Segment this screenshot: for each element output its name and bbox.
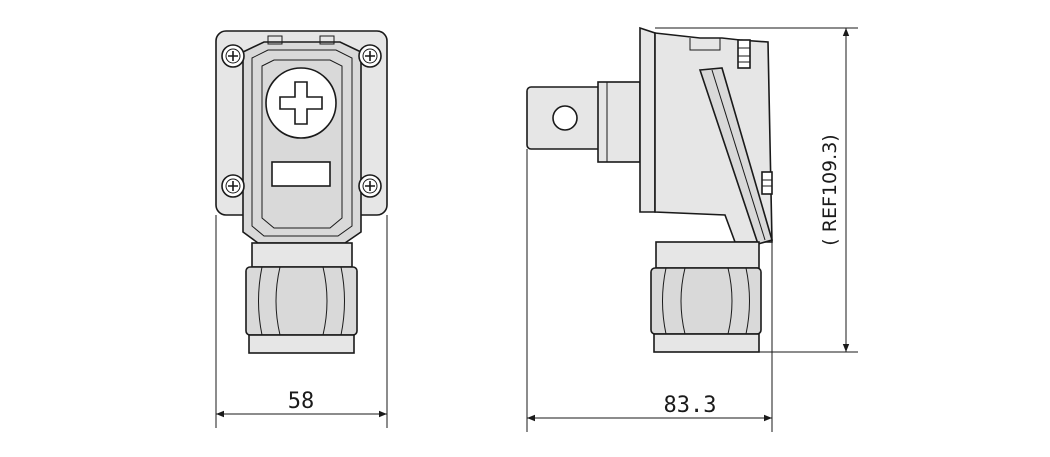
front-collar [248, 334, 355, 354]
cross-screw-icon [265, 67, 337, 139]
front-view [215, 30, 388, 354]
side-hex-nut [650, 267, 762, 335]
label-window [271, 161, 331, 187]
side-neck [655, 241, 760, 269]
side-housing-back [639, 26, 656, 213]
side-cover [698, 67, 773, 245]
front-hex-nut [245, 266, 358, 336]
lug-hole [552, 105, 578, 131]
front-neck [251, 242, 353, 268]
side-width-dimension: 83.3 [664, 393, 717, 418]
front-width-dimension: 58 [288, 389, 315, 414]
screw-icon [761, 171, 773, 195]
side-collar [653, 333, 760, 353]
side-flange [597, 81, 641, 163]
screw-icon [221, 44, 245, 68]
screw-icon [358, 44, 382, 68]
side-view [526, 26, 773, 353]
height-dimension: ( REF109.3) [819, 134, 841, 245]
screw-icon [221, 174, 245, 198]
screw-icon [358, 174, 382, 198]
screw-icon [737, 39, 751, 69]
